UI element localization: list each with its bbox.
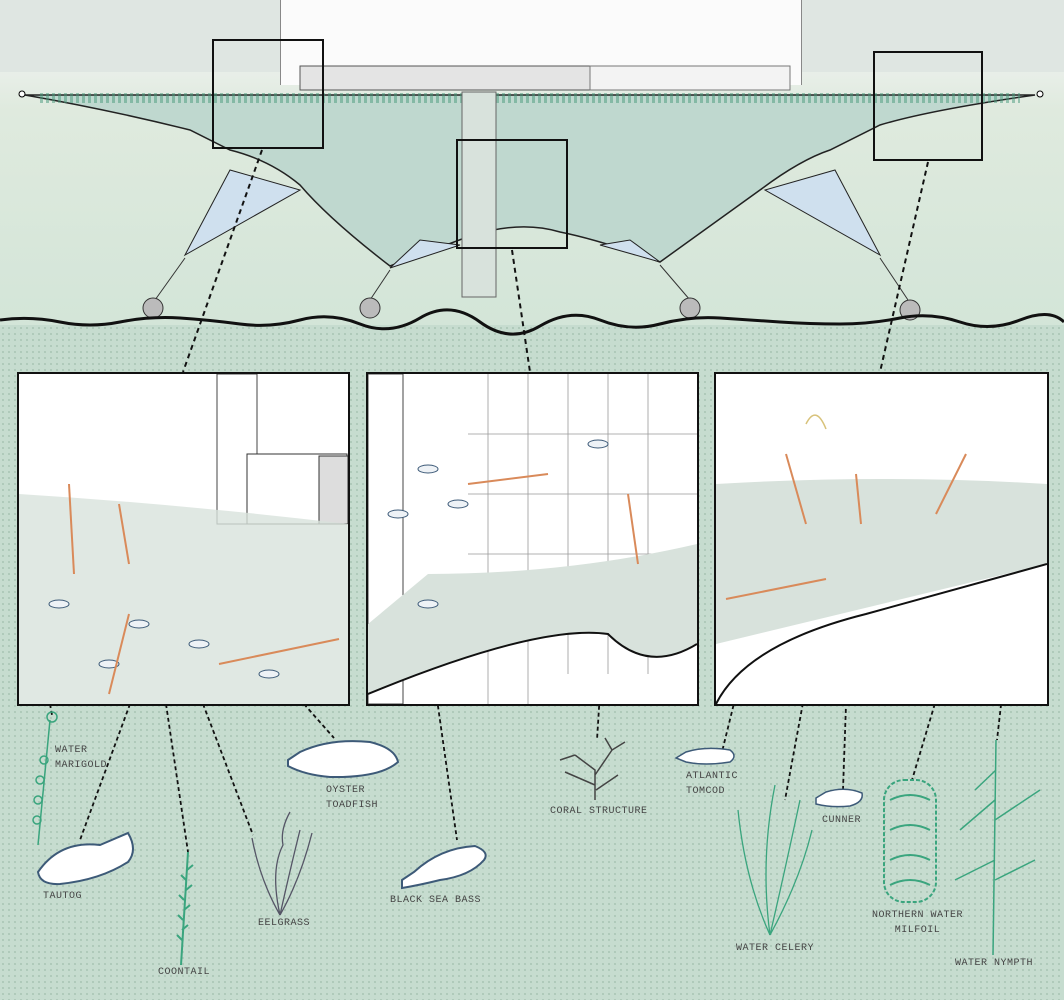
detail-panel-right	[714, 372, 1049, 706]
pier-deck	[299, 65, 591, 91]
black-sea-bass-icon	[401, 844, 487, 890]
cunner-icon	[815, 788, 863, 808]
northern-water-milfoil-icon	[883, 779, 937, 903]
tension-membrane	[183, 169, 302, 257]
water-nympth-icon	[954, 739, 1041, 956]
callout-leaders	[182, 149, 929, 373]
label-coral-structure: CORAL STRUCTURE	[550, 806, 648, 817]
eelgrass-icon	[251, 811, 313, 916]
tension-membrane	[389, 239, 461, 269]
coontail-icon	[176, 851, 194, 966]
tension-membrane	[599, 239, 661, 263]
central-column	[461, 91, 497, 298]
seabed-line	[0, 308, 1064, 336]
tension-membrane	[763, 169, 882, 257]
atlantic-tomcod-icon	[674, 747, 735, 765]
callout-boxes	[212, 39, 983, 249]
water-celery-icon	[737, 784, 813, 936]
label-coontail: COONTAIL	[158, 967, 211, 978]
label-cunner: CUNNER	[822, 815, 862, 826]
pier-deck-right	[589, 65, 791, 91]
water-marigold-icon	[32, 711, 58, 846]
label-black-sea-bass: BLACK SEA BASS	[390, 895, 482, 906]
label-tautog: TAUTOG	[43, 891, 83, 902]
label-eelgrass: EELGRASS	[258, 918, 311, 929]
oyster-toadfish-icon	[287, 740, 400, 779]
habitat-net-mass	[24, 94, 1036, 267]
coral-structure-icon	[559, 737, 626, 800]
tautog-icon	[36, 831, 134, 886]
net-anchors	[142, 257, 921, 321]
label-water-nympth: WATER NYMPTH	[955, 958, 1034, 969]
label-water-celery: WATER CELERY	[736, 943, 815, 954]
detail-panel-center	[366, 372, 699, 706]
detail-panel-left	[17, 372, 350, 706]
